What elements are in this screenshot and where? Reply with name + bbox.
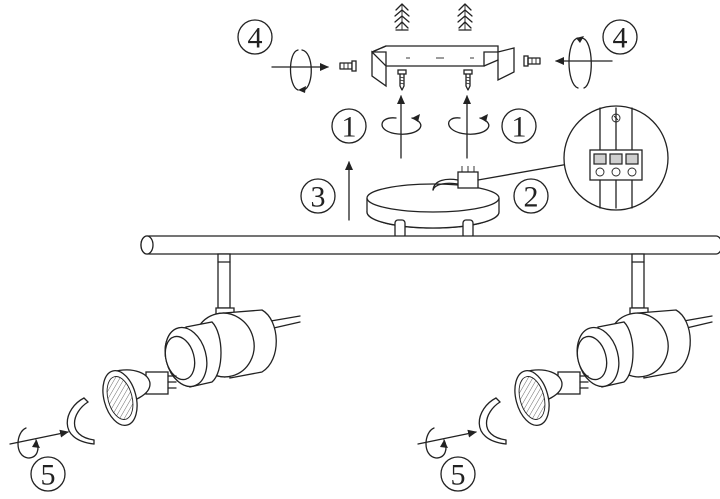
step-5-right-number: 5 (451, 459, 466, 492)
step-3-number: 3 (311, 181, 326, 214)
ceiling-canopy (366, 183, 500, 239)
spotlight-right (576, 253, 713, 388)
screw-icon (523, 55, 541, 67)
step-5-right-badge (440, 456, 476, 492)
step-4-left-number: 4 (248, 22, 263, 55)
step-1-right-number: 1 (512, 111, 527, 144)
wall-plug-right-icon (457, 3, 473, 31)
step-1-left-badge (331, 108, 367, 144)
step-4-right-number: 4 (613, 22, 628, 55)
screw-icon (339, 60, 357, 72)
retaining-clip-right (478, 397, 507, 445)
step-2-badge (513, 178, 549, 214)
rotate-arrow-icon (289, 49, 312, 93)
step-2-number: 2 (524, 181, 539, 214)
rotate-arrow-icon (448, 114, 490, 135)
rotate-arrow-icon (425, 427, 448, 459)
mounting-bracket (371, 45, 515, 88)
wiring-detail (563, 105, 669, 211)
arrow-icon (477, 159, 581, 181)
bulb-right (514, 369, 589, 427)
wall-plug-left-icon (394, 3, 410, 31)
step-3-badge (300, 178, 336, 214)
bulb-left (102, 369, 177, 427)
track-bar (140, 235, 720, 255)
step-4-left-badge (237, 19, 273, 55)
step-4-right-badge (602, 19, 638, 55)
arrow-icon (417, 429, 477, 445)
arrow-icon (9, 429, 69, 445)
screw-icon (463, 69, 473, 91)
step-5-left-badge (30, 456, 66, 492)
screw-icon (397, 69, 407, 91)
step-1-left-number: 1 (342, 111, 357, 144)
step-1-right-badge (501, 108, 537, 144)
rotate-arrow-icon (381, 114, 422, 135)
step-5-left-number: 5 (41, 459, 56, 492)
rotate-arrow-icon (17, 427, 40, 459)
retaining-clip-left (66, 397, 95, 445)
rotate-arrow-icon (568, 36, 592, 89)
spotlight-left (164, 253, 301, 388)
